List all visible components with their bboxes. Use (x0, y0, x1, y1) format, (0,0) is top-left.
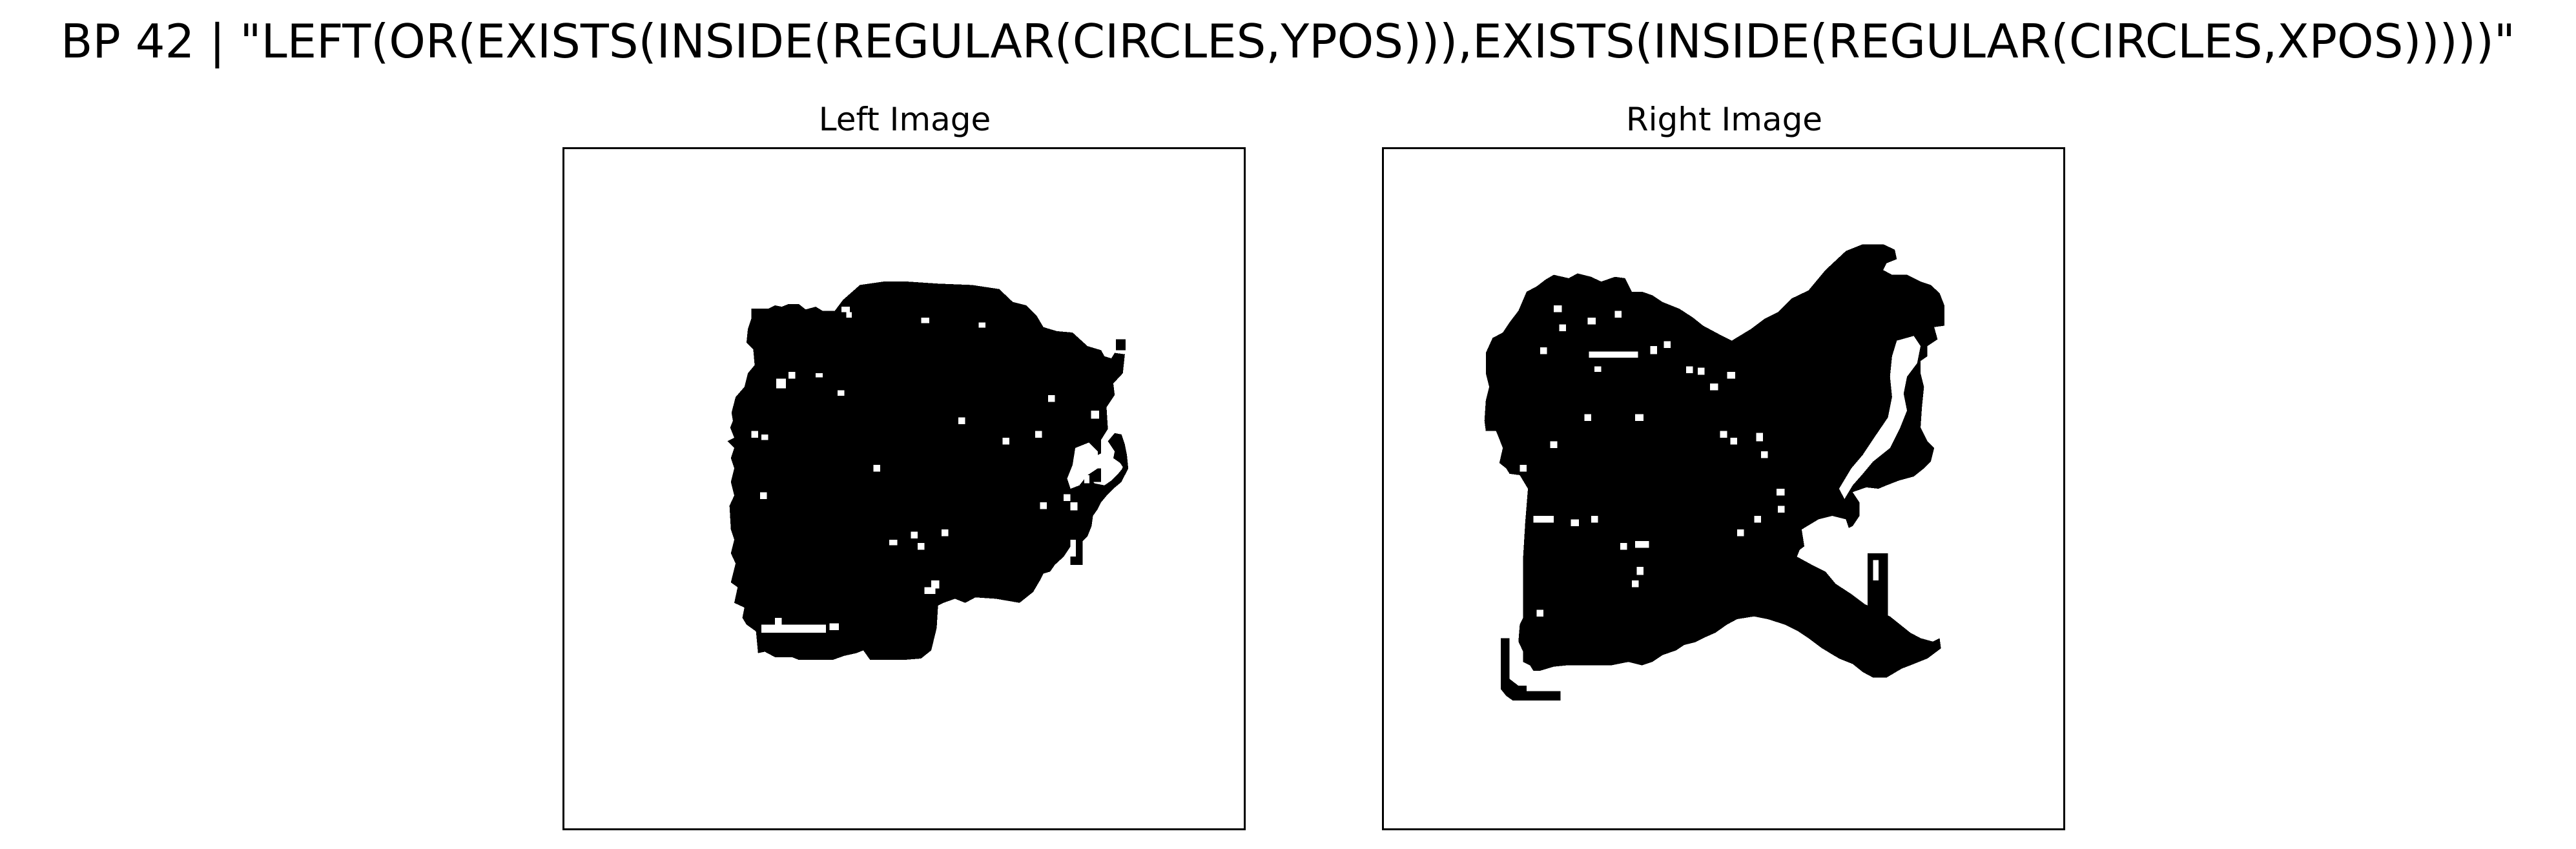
figure-title: BP 42 | "LEFT(OR(EXISTS(INSIDE(REGULAR(C… (61, 14, 2515, 68)
left-stub-1 (1116, 339, 1126, 351)
right-image-title: Right Image (1625, 101, 1823, 138)
left-image-panel (562, 147, 1246, 830)
left-white-gap (1067, 442, 1098, 489)
right-image-panel (1382, 147, 2065, 830)
left-black-blob (727, 281, 1129, 660)
left-image-title: Left Image (818, 101, 991, 138)
right-white-crescent (1801, 516, 1850, 556)
left-speckles (751, 307, 1099, 625)
left-image-drawing (727, 281, 1129, 660)
right-speckles (1520, 305, 1785, 617)
right-white-notch (1839, 336, 1921, 499)
right-bottom-hook (1500, 638, 1561, 701)
left-white-strip (761, 624, 827, 633)
right-image-drawing (1484, 244, 1944, 701)
